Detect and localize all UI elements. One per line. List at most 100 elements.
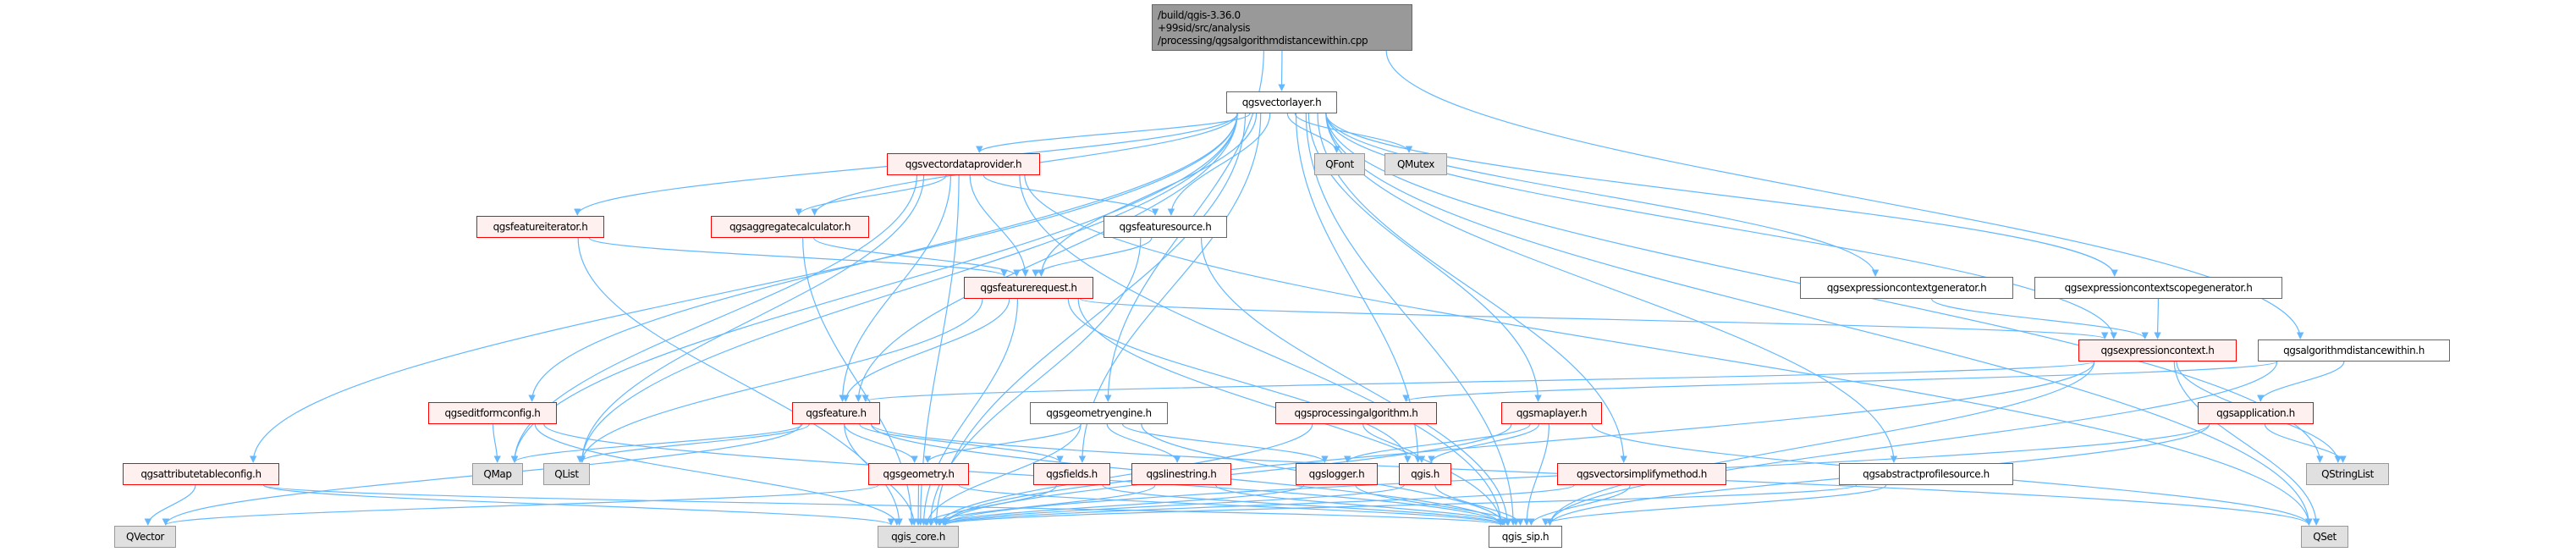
edge-vectorlayer-to-featuresource (1167, 113, 1271, 216)
edge-featurerequest-to-feature (842, 298, 1010, 402)
edge-expressioncontext-to-feature (862, 361, 2095, 402)
edge-vectorlayer-to-exprctxscopegenerator (1325, 113, 2118, 277)
edge-featurerequest-to-qlist (578, 298, 983, 463)
graph-node-vectordataprovider[interactable]: qgsvectordataprovider.h (887, 153, 1040, 175)
graph-node-featureiterator[interactable]: qgsfeatureiterator.h (476, 216, 604, 238)
edge-maplayer-to-qgis_sip (1522, 423, 1549, 526)
edge-attributetableconfig-to-qgis_core (262, 484, 894, 526)
edge-geometryengine-to-qgis_core (923, 423, 1082, 526)
edge-linestring-to-qgis_sip (1215, 484, 1512, 526)
graph-node-geometryengine[interactable]: qgsgeometryengine.h (1030, 402, 1168, 424)
edge-feature-to-geometry (844, 423, 918, 463)
graph-node-aggregatecalculator[interactable]: qgsaggregatecalculator.h (711, 216, 869, 238)
graph-node-qlist[interactable]: QList (543, 463, 590, 485)
graph-node-application[interactable]: qgsapplication.h (2198, 402, 2314, 424)
edge-vectordataprovider-to-featurerequest (969, 174, 1029, 277)
edge-geometry-to-qvector (162, 484, 879, 526)
graph-node-qstringlist[interactable]: QStringList (2306, 463, 2389, 485)
edge-vectorlayer-to-qset (1325, 113, 2313, 526)
graph-node-feature[interactable]: qgsfeature.h (792, 402, 880, 424)
graph-node-qset[interactable]: QSet (2301, 526, 2348, 548)
graph-node-processingalgorithm[interactable]: qgsprocessingalgorithm.h (1275, 402, 1437, 424)
edge-vectorlayer-to-attributetableconfig (250, 113, 1238, 463)
edge-abstractprofilesource-to-qgis_sip (1542, 484, 1887, 526)
edge-geometryengine-to-linestring (1106, 423, 1181, 463)
edge-expressioncontext-to-qgis_core (941, 361, 2095, 526)
edge-maplayer-to-qgis (1428, 423, 1540, 463)
graph-node-vectorsimplifymethod[interactable]: qgsvectorsimplifymethod.h (1557, 463, 1726, 485)
edge-editformconfig-to-qgis_core (534, 423, 900, 526)
edge-vectorlayer-to-expressioncontext (1325, 113, 2117, 339)
graph-node-qgis-core[interactable]: qgis_core.h (878, 526, 959, 548)
graph-node-algdistancewithin[interactable]: qgsalgorithmdistancewithin.h (2258, 339, 2450, 362)
edge-logger-to-qgis_core (935, 484, 1305, 526)
edge-vectorlayer-to-qlist (578, 113, 1238, 463)
graph-node-geometry[interactable]: qgsgeometry.h (868, 463, 969, 485)
edge-vectorsimplifymethod-to-qgis_core (942, 484, 1575, 526)
edge-exprctxgenerator-to-expressioncontext (1931, 298, 2149, 339)
edge-featurerequest-to-expressioncontext (1080, 298, 2108, 339)
edge-vectordataprovider-to-feature (839, 174, 952, 402)
edge-editformconfig-to-qmap (493, 423, 501, 463)
graph-node-abstractprofilesource[interactable]: qgsabstractprofilesource.h (1839, 463, 2013, 485)
root-label-line: /processing/qgsalgorithmdistancewithin.c… (1158, 35, 1368, 47)
edge-qgis-to-qgis_sip (1434, 484, 1524, 526)
edge-vectordataprovider-to-aggregatecalculator (795, 174, 947, 216)
graph-node-qfont[interactable]: QFont (1314, 153, 1365, 175)
edge-algdistancewithin-to-application (2257, 361, 2345, 402)
edge-vectorlayer-to-qfont (1286, 113, 1340, 153)
edge-featureiterator-to-featurerequest (588, 237, 1008, 277)
graph-node-editformconfig[interactable]: qgseditformconfig.h (428, 402, 557, 424)
edge-qgis-to-qgis_core (939, 484, 1405, 526)
edge-featuresource-to-featurerequest (1032, 237, 1153, 277)
edge-feature-to-qlist (576, 423, 810, 463)
graph-node-featurerequest[interactable]: qgsfeaturerequest.h (964, 277, 1093, 299)
edge-feature-to-qmap (510, 423, 803, 463)
graph-node-attributetableconfig[interactable]: qgsattributetableconfig.h (123, 463, 279, 485)
edge-expressioncontext-to-qset (2173, 361, 2320, 526)
graph-node-root-file[interactable]: /build/qgis-3.36.0 +99sid/src/analysis /… (1152, 4, 1412, 51)
graph-node-qgis-sip[interactable]: qgis_sip.h (1489, 526, 1562, 548)
graph-node-featuresource[interactable]: qgsfeaturesource.h (1104, 216, 1227, 238)
graph-node-qmap[interactable]: QMap (472, 463, 523, 485)
graph-node-maplayer[interactable]: qgsmaplayer.h (1501, 402, 1602, 424)
edge-geometryengine-to-geometry (924, 423, 1082, 463)
edge-vectorlayer-to-vectordataprovider (976, 113, 1251, 153)
graph-node-qvector[interactable]: QVector (114, 526, 176, 548)
edge-expressioncontext-to-qgis_sip (1546, 361, 2095, 526)
edge-attributetableconfig-to-qgis_sip (262, 484, 1505, 526)
edge-vectorlayer-to-editformconfig (528, 113, 1238, 402)
graph-node-logger[interactable]: qgslogger.h (1296, 463, 1378, 485)
edge-geometry-to-qgis_sip (958, 484, 1505, 526)
graph-node-expressioncontext[interactable]: qgsexpressioncontext.h (2078, 339, 2237, 362)
edge-vectorsimplifymethod-to-qgis_sip (1527, 484, 1631, 526)
edge-vectorlayer-to-featurerequest (1038, 113, 1258, 277)
graph-node-exprctxgenerator[interactable]: qgsexpressioncontextgenerator.h (1800, 277, 2013, 299)
graph-node-exprctxscopegenerator[interactable]: qgsexpressioncontextscopegenerator.h (2034, 277, 2282, 299)
edge-editformconfig-to-qgis_sip (543, 423, 1505, 526)
edge-aggregatecalculator-to-featurerequest (813, 237, 1021, 277)
edge-abstractprofilesource-to-qgis_core (942, 484, 1858, 526)
graph-node-qmutex[interactable]: QMutex (1384, 153, 1447, 175)
edge-algdistancewithin-to-qgis_sip (1546, 361, 2278, 526)
edge-processingalgorithm-to-qgis (1362, 423, 1426, 463)
graph-node-fields[interactable]: qgsfields.h (1033, 463, 1110, 485)
edge-processingalgorithm-to-qgis_core (936, 423, 1313, 526)
edge-fields-to-qgis_sip (1102, 484, 1506, 526)
edge-feature-to-fields (859, 423, 1064, 463)
edge-application-to-qstringlist (2264, 423, 2347, 463)
graph-node-linestring[interactable]: qgslinestring.h (1131, 463, 1231, 485)
edge-featuresource-to-qgis_sip (1200, 237, 1511, 526)
edge-vectordataprovider-to-qlist (578, 174, 925, 463)
root-label-line: /build/qgis-3.36.0 (1158, 9, 1241, 21)
edge-vectordataprovider-to-featuresource (983, 174, 1159, 216)
edge-attributetableconfig-to-qvector (144, 484, 196, 526)
graph-node-vectorlayer[interactable]: qgsvectorlayer.h (1226, 91, 1337, 113)
edge-vectorlayer-to-qgis_core (933, 113, 1247, 526)
edge-vectorlayer-to-exprctxgenerator (1325, 113, 1880, 277)
graph-node-qgis[interactable]: qgis.h (1399, 463, 1451, 485)
edge-featurerequest-to-qgis (1067, 298, 1412, 463)
edge-vectorlayer-to-qgis_sip (1305, 113, 1517, 526)
